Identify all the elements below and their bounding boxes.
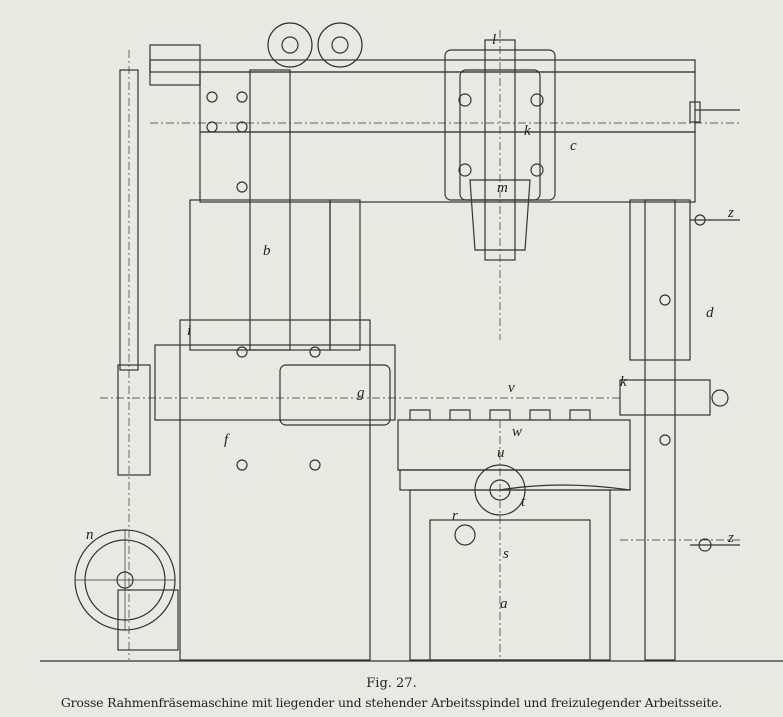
part-label-z-bottom: z — [728, 530, 734, 546]
part-label-k: k — [524, 123, 531, 139]
part-label-i: i — [187, 323, 192, 339]
part-label-m: m — [497, 180, 508, 196]
figure-caption: Grosse Rahmenfräsemaschine mit liegender… — [60, 695, 723, 710]
part-label-f: f — [224, 432, 229, 448]
part-label-w: w — [512, 424, 523, 440]
part-label-l: l — [492, 32, 497, 48]
part-label-n: n — [86, 527, 94, 543]
machine-drawing — [40, 22, 783, 662]
part-label-g: g — [357, 385, 365, 401]
part-label-v: v — [508, 380, 515, 396]
part-label-k-right: k — [620, 374, 627, 390]
part-label-d: d — [706, 305, 714, 321]
part-label-r: r — [452, 508, 458, 524]
part-label-a: a — [500, 596, 508, 612]
figure-number: Fig. 27. — [366, 676, 417, 691]
part-label-t: t — [521, 494, 526, 510]
part-label-z-top: z — [728, 205, 734, 221]
part-label-u: u — [497, 445, 505, 461]
part-label-c: c — [570, 138, 577, 154]
part-label-b: b — [263, 243, 271, 259]
part-label-s: s — [503, 546, 509, 562]
